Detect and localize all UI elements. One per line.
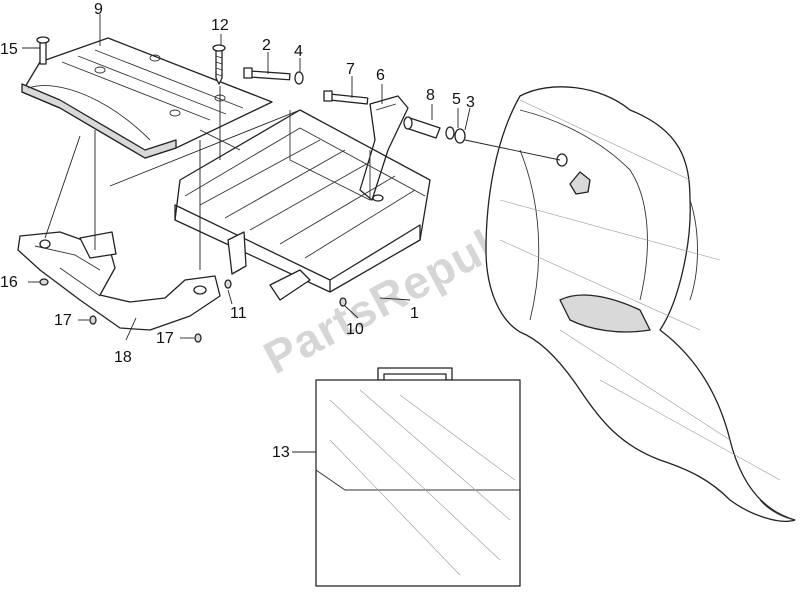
rear-rack-plate xyxy=(21,37,273,159)
lower-cover xyxy=(17,231,221,331)
bolt-2 xyxy=(243,67,291,81)
callout-10: 10 xyxy=(346,321,364,338)
callout-7: 7 xyxy=(346,61,355,78)
spacer-8 xyxy=(403,116,441,139)
callout-17-left: 17 xyxy=(54,312,72,329)
callout-1: 1 xyxy=(410,305,419,322)
bracket-6 xyxy=(359,95,409,201)
screw-17-left xyxy=(89,315,97,325)
washer-4 xyxy=(294,71,304,85)
screw-17-right xyxy=(194,333,202,343)
carry-bag xyxy=(315,367,521,587)
nut-3 xyxy=(454,128,466,144)
nut-16 xyxy=(39,278,49,286)
callout-16: 16 xyxy=(0,274,18,291)
callout-5: 5 xyxy=(452,91,461,108)
callout-8: 8 xyxy=(426,87,435,104)
callout-12: 12 xyxy=(211,17,229,34)
callout-2: 2 xyxy=(262,37,271,54)
callout-15: 15 xyxy=(0,41,18,58)
leg-shield xyxy=(485,86,796,522)
callout-4: 4 xyxy=(294,43,303,60)
bolt-7 xyxy=(323,90,369,105)
callout-3: 3 xyxy=(466,94,475,111)
callout-18: 18 xyxy=(114,349,132,366)
screw-12 xyxy=(212,44,226,85)
callout-6: 6 xyxy=(376,67,385,84)
screw-11 xyxy=(224,279,232,289)
screw-10 xyxy=(339,297,347,307)
callout-13: 13 xyxy=(272,444,290,461)
callout-9: 9 xyxy=(94,1,103,18)
leader-lines xyxy=(22,14,561,453)
callout-17-right: 17 xyxy=(156,330,174,347)
callout-11: 11 xyxy=(230,305,247,322)
screw-15 xyxy=(36,36,50,65)
callout-labels: 9 15 12 2 4 7 6 8 5 3 16 11 1 10 17 17 1… xyxy=(0,1,475,461)
washer-5 xyxy=(445,126,455,140)
